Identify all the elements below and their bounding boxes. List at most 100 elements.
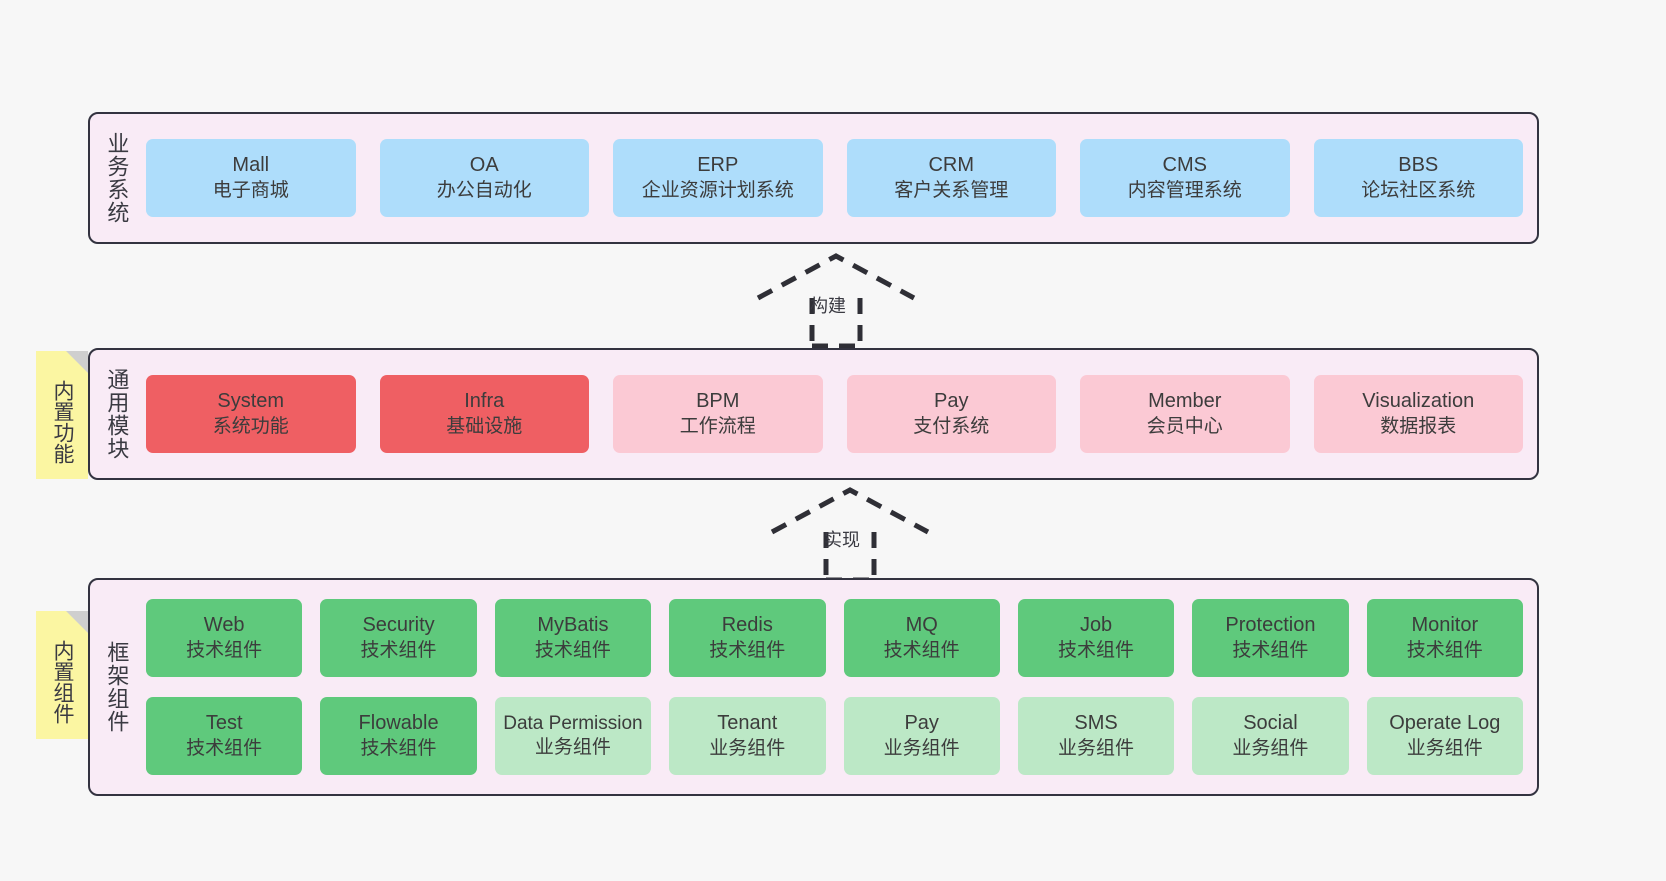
node-bbs-en: BBS (1398, 154, 1439, 177)
node-redis-cn: 技术组件 (709, 639, 786, 661)
node-erp[interactable]: ERP 企业资源计划系统 (613, 139, 823, 217)
node-bbs[interactable]: BBS 论坛社区系统 (1313, 139, 1523, 217)
node-security-en: Security (362, 614, 435, 637)
common-node-row: System 系统功能 Infra 基础设施 BPM 工作流程 Pay 支付系统… (146, 375, 1523, 453)
node-tenant[interactable]: Tenant 业务组件 (669, 697, 826, 775)
node-flowable-cn: 技术组件 (360, 737, 437, 759)
node-mall[interactable]: Mall 电子商城 (146, 139, 356, 217)
node-system-cn: 系统功能 (212, 415, 289, 437)
node-test[interactable]: Test 技术组件 (146, 697, 303, 775)
node-mq-cn: 技术组件 (883, 639, 960, 661)
node-web-cn: 技术组件 (186, 639, 263, 661)
connector-build-label: 构建 (810, 296, 846, 316)
node-bbs-cn: 论坛社区系统 (1361, 179, 1476, 201)
layer-common-modules: 通用模块 System 系统功能 Infra 基础设施 BPM 工作流程 Pay… (88, 348, 1539, 480)
layer-body-common: System 系统功能 Infra 基础设施 BPM 工作流程 Pay 支付系统… (142, 350, 1537, 478)
node-sms-en: SMS (1074, 712, 1118, 735)
node-security[interactable]: Security 技术组件 (320, 599, 477, 677)
node-job-cn: 技术组件 (1058, 639, 1135, 661)
node-erp-cn: 企业资源计划系统 (641, 179, 794, 201)
node-tenant-cn: 业务组件 (709, 737, 786, 759)
node-mq-en: MQ (905, 614, 938, 637)
node-visualization-cn: 数据报表 (1380, 415, 1457, 437)
note-builtin-components: 内置组件 (36, 611, 88, 739)
layer-title-business: 业务系统 (104, 132, 130, 224)
node-mall-cn: 电子商城 (212, 179, 289, 201)
node-job-en: Job (1079, 614, 1113, 637)
layer-title-common: 通用模块 (104, 368, 130, 460)
node-data-permission[interactable]: Data Permission 业务组件 (494, 697, 652, 775)
node-test-en: Test (205, 712, 243, 735)
node-pay-module-cn: 支付系统 (913, 415, 990, 437)
node-member-en: Member (1148, 390, 1222, 413)
node-pay-module-en: Pay (934, 390, 969, 413)
build-shaft (809, 298, 863, 349)
layer-body-business: Mall 电子商城 OA 办公自动化 ERP 企业资源计划系统 CRM 客户关系… (142, 114, 1537, 242)
node-monitor-en: Monitor (1411, 614, 1479, 637)
node-system[interactable]: System 系统功能 (146, 375, 356, 453)
node-pay-module[interactable]: Pay 支付系统 (846, 375, 1056, 453)
note-builtin-components-label: 内置组件 (50, 640, 74, 724)
node-bpm-en: BPM (696, 390, 740, 413)
implement-arrowhead-outline (770, 487, 930, 535)
node-member[interactable]: Member 会员中心 (1080, 375, 1290, 453)
layer-title-framework: 框架组件 (104, 641, 130, 733)
node-infra[interactable]: Infra 基础设施 (379, 375, 589, 453)
node-security-cn: 技术组件 (360, 639, 437, 661)
node-social-cn: 业务组件 (1232, 737, 1309, 759)
node-web-en: Web (203, 614, 245, 637)
layer-business-systems: 业务系统 Mall 电子商城 OA 办公自动化 ERP 企业资源计划系统 CRM… (88, 112, 1539, 244)
node-protection-en: Protection (1225, 614, 1316, 637)
node-member-cn: 会员中心 (1146, 415, 1223, 437)
framework-node-row-2: Test 技术组件 Flowable 技术组件 Data Permission … (146, 697, 1523, 775)
node-visualization[interactable]: Visualization 数据报表 (1313, 375, 1523, 453)
node-mq[interactable]: MQ 技术组件 (843, 599, 1000, 677)
node-redis-en: Redis (721, 614, 773, 637)
node-visualization-en: Visualization (1362, 390, 1475, 413)
node-monitor[interactable]: Monitor 技术组件 (1366, 599, 1523, 677)
note-builtin-functions: 内置功能 (36, 351, 88, 479)
node-social[interactable]: Social 业务组件 (1192, 697, 1349, 775)
node-cms[interactable]: CMS 内容管理系统 (1080, 139, 1290, 217)
node-pay-component[interactable]: Pay 业务组件 (843, 697, 1000, 775)
node-protection[interactable]: Protection 技术组件 (1192, 599, 1349, 677)
node-operate-log[interactable]: Operate Log 业务组件 (1366, 697, 1523, 775)
node-tenant-en: Tenant (717, 712, 778, 735)
node-infra-en: Infra (464, 390, 505, 413)
node-mybatis[interactable]: MyBatis 技术组件 (494, 599, 652, 677)
business-node-row: Mall 电子商城 OA 办公自动化 ERP 企业资源计划系统 CRM 客户关系… (146, 139, 1523, 217)
connector-implement-label: 实现 (824, 530, 860, 550)
node-crm[interactable]: CRM 客户关系管理 (846, 139, 1056, 217)
node-oa-cn: 办公自动化 (436, 179, 532, 201)
layer-body-framework: Web 技术组件 Security 技术组件 MyBatis 技术组件 Redi… (142, 580, 1537, 794)
node-mall-en: Mall (232, 154, 270, 177)
node-operate-log-en: Operate Log (1389, 712, 1501, 735)
node-sms[interactable]: SMS 业务组件 (1017, 697, 1175, 775)
node-operate-log-cn: 业务组件 (1406, 737, 1483, 759)
node-bpm-cn: 工作流程 (679, 415, 756, 437)
node-oa-en: OA (469, 154, 499, 177)
node-job[interactable]: Job 技术组件 (1017, 599, 1175, 677)
node-mybatis-cn: 技术组件 (534, 639, 611, 661)
page-fold-icon (66, 611, 88, 633)
node-infra-cn: 基础设施 (446, 415, 523, 437)
node-pay-component-en: Pay (904, 712, 939, 735)
page-fold-icon (66, 351, 88, 373)
node-web[interactable]: Web 技术组件 (146, 599, 303, 677)
node-erp-en: ERP (697, 154, 739, 177)
node-cms-en: CMS (1162, 154, 1207, 177)
node-data-permission-cn: 业务组件 (534, 737, 611, 758)
build-arrowhead-outline (756, 253, 916, 301)
node-crm-en: CRM (928, 154, 975, 177)
node-bpm[interactable]: BPM 工作流程 (613, 375, 823, 453)
node-oa[interactable]: OA 办公自动化 (379, 139, 589, 217)
node-system-en: System (217, 390, 285, 413)
framework-node-row-1: Web 技术组件 Security 技术组件 MyBatis 技术组件 Redi… (146, 599, 1523, 677)
node-flowable-en: Flowable (358, 712, 439, 735)
node-cms-cn: 内容管理系统 (1127, 179, 1242, 201)
node-pay-component-cn: 业务组件 (883, 737, 960, 759)
node-redis[interactable]: Redis 技术组件 (669, 599, 826, 677)
node-flowable[interactable]: Flowable 技术组件 (320, 697, 477, 775)
note-builtin-functions-label: 内置功能 (50, 380, 74, 464)
